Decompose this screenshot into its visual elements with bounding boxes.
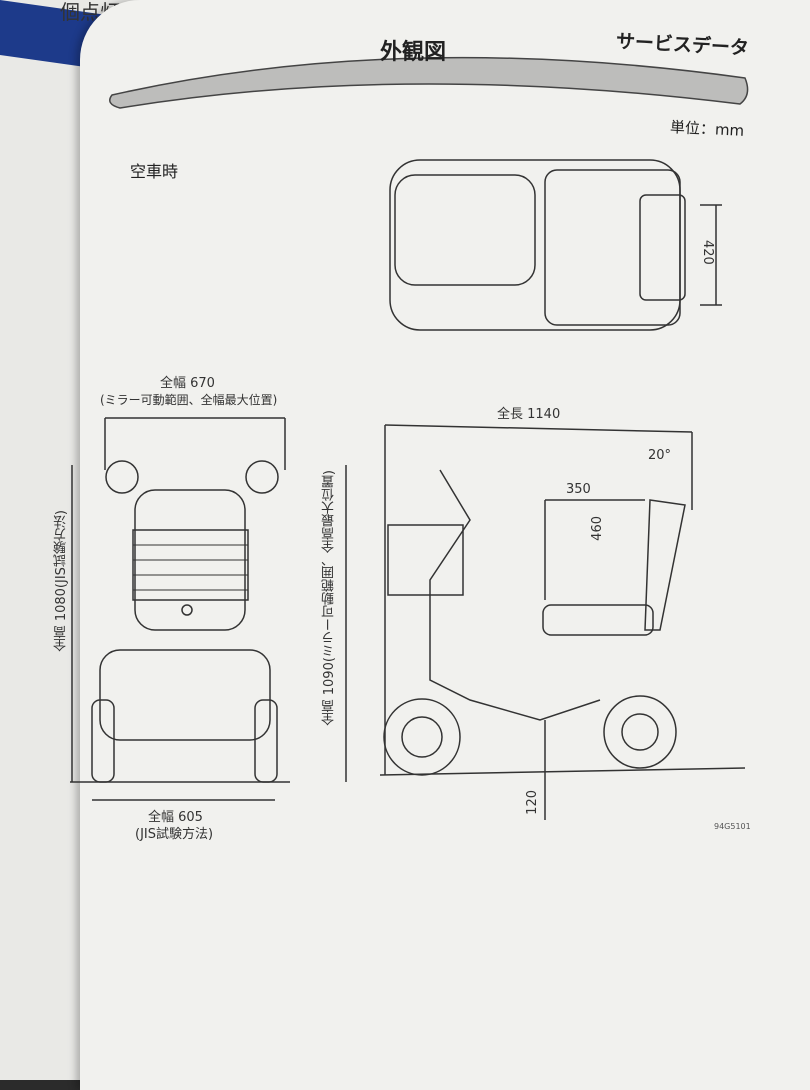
dim-backrest-height: 460 bbox=[590, 516, 605, 541]
dim-width-mirror: 全幅 670 bbox=[160, 376, 215, 391]
dim-length: 全長 1140 bbox=[497, 407, 561, 422]
dim-ground-clearance: 120 bbox=[525, 790, 540, 815]
dim-seat-depth: 350 bbox=[566, 482, 591, 497]
dim-top-width: 420 bbox=[700, 240, 715, 265]
page-title: 外観図 bbox=[380, 40, 447, 65]
basket-grid bbox=[133, 544, 248, 591]
figure-code: 94G5101 bbox=[714, 822, 751, 831]
title-banner bbox=[109, 56, 749, 109]
dim-width-mirror-note: (ミラー可動範囲、全幅最大位置) bbox=[100, 393, 278, 407]
dim-height-mirror: 全高 1090(ミラー可動範囲、全高最大位置) bbox=[322, 470, 337, 726]
top-view-drawing bbox=[389, 159, 722, 331]
unit-label: 単位：mm bbox=[669, 118, 745, 140]
dim-seat-angle: 20° bbox=[648, 448, 672, 463]
condition-label: 空車時 bbox=[130, 162, 179, 181]
side-view-drawing bbox=[379, 424, 746, 820]
dim-width-jis-note: (JIS試験方法) bbox=[135, 827, 214, 842]
front-view-drawing bbox=[70, 417, 347, 801]
dim-height-jis: 全高 1080(JIS試験方法) bbox=[54, 510, 69, 652]
dim-width-jis: 全幅 605 bbox=[148, 810, 203, 825]
